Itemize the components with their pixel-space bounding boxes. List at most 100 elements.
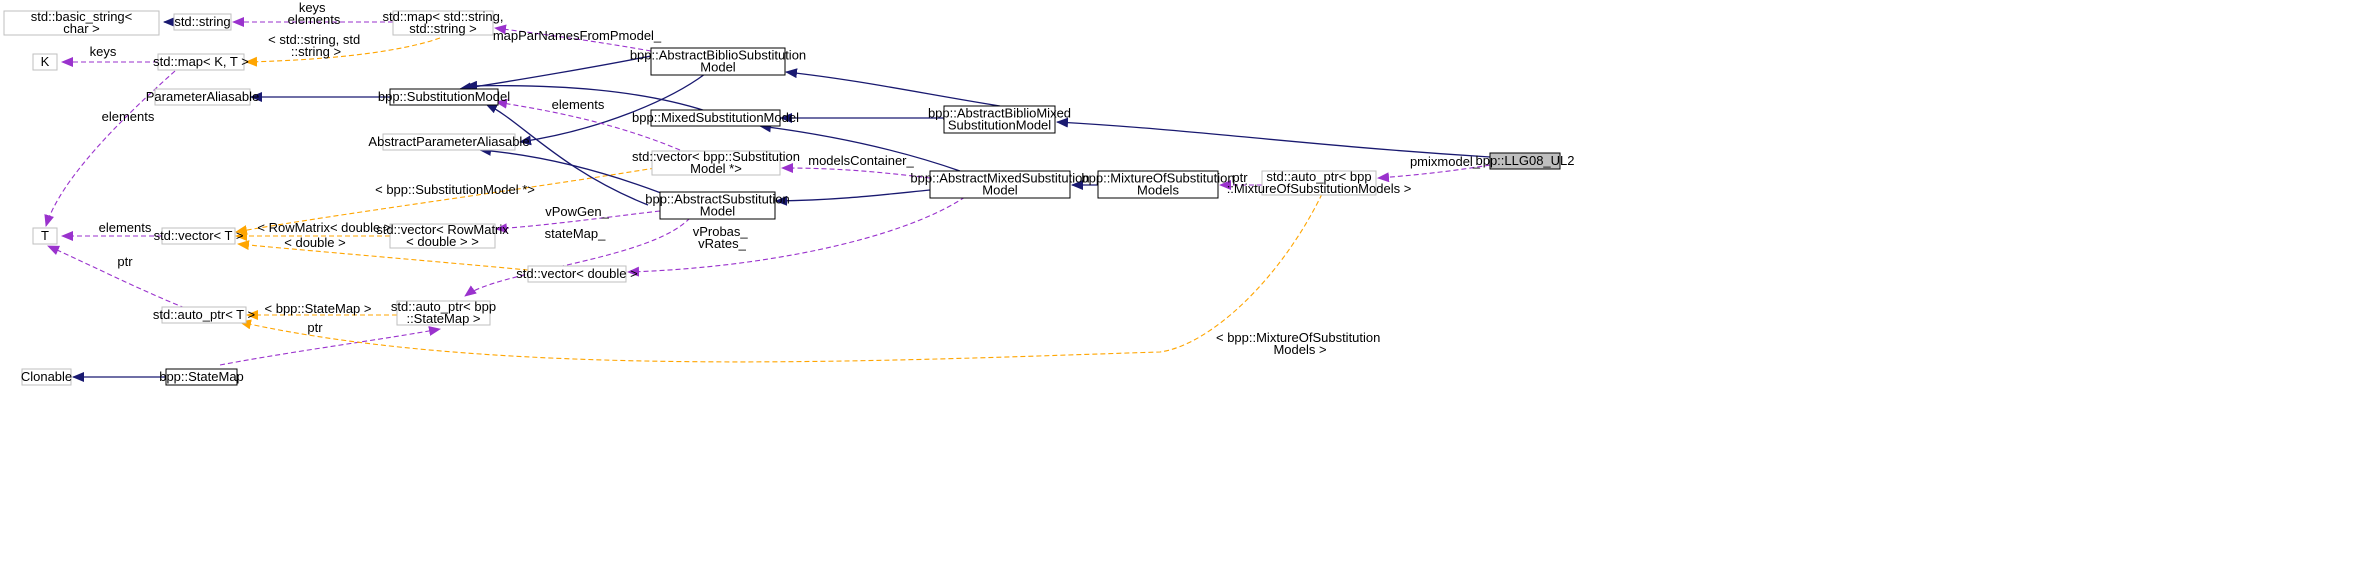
node-auto-ptr-state-map[interactable]: std::auto_ptr< bpp::StateMap > — [391, 299, 496, 326]
node-t-label: T — [41, 228, 49, 243]
node-mixed-substitution-model-box — [650, 109, 781, 127]
node-auto-ptr-state-map-label: std::auto_ptr< bpp::StateMap > — [391, 299, 496, 326]
edge-label-statemap-tmpl: < bpp::StateMap > — [265, 301, 372, 316]
node-auto-ptr-t[interactable]: std::auto_ptr< T > — [153, 306, 255, 324]
edge-label-mixture-tmpl-line1: < bpp::MixtureOfSubstitution — [1216, 330, 1380, 345]
node-map-k-t-box — [157, 53, 245, 71]
node-basic-string[interactable]: std::basic_string<char > — [3, 9, 160, 36]
node-vector-double-box — [527, 265, 627, 283]
node-substitution-model-label: bpp::SubstitutionModel — [378, 89, 510, 104]
node-vector-double-label-line1: std::vector< double > — [516, 266, 637, 281]
node-map-k-t-label-line1: std::map< K, T > — [153, 54, 249, 69]
edge-label-ptr-mixture: ptr — [1232, 170, 1248, 185]
edge-label-ptr-statemap: ptr — [307, 320, 323, 335]
node-basic-string-label-line2: char > — [63, 21, 100, 36]
node-mixture-of-substitution-models-label-line1: bpp::MixtureOfSubstitution — [1081, 171, 1234, 186]
node-abstract-biblio-mixed-substitution-model-label-line1: bpp::AbstractBiblioMixed — [928, 106, 1071, 121]
node-state-map-box — [165, 368, 238, 386]
edge-label-keys: keys — [90, 44, 117, 59]
node-abstract-mixed-substitution-model-box — [929, 170, 1071, 199]
node-map-string-string[interactable]: std::map< std::string,std::string > — [382, 9, 503, 36]
node-basic-string-box — [3, 10, 160, 36]
edge-abssubst-to-vecrow — [495, 210, 661, 234]
edge-abssubst-to-abstract-param — [479, 145, 662, 194]
edge-label-keys-elements: keys elements — [288, 0, 341, 27]
edge-label-map-string-tmpl-line1: < std::string, std — [268, 32, 360, 47]
node-parameter-aliasable[interactable]: ParameterAliasable — [146, 88, 259, 106]
node-auto-ptr-state-map-label-line1: std::auto_ptr< bpp — [391, 299, 496, 314]
node-clonable[interactable]: Clonable — [21, 368, 72, 386]
node-std-string-box — [173, 13, 232, 31]
node-auto-ptr-t-label: std::auto_ptr< T > — [153, 307, 255, 322]
edge-map-ss-to-map-kt — [245, 37, 441, 67]
edge-biblio-to-abstract-param — [519, 73, 706, 146]
edge-label-vprobas-vrates: vProbas_ vRates_ — [693, 224, 752, 251]
node-auto-ptr-mixture-box — [1261, 170, 1377, 196]
node-auto-ptr-state-map-label-line2: ::StateMap > — [406, 311, 480, 326]
node-abstract-parameter-aliasable[interactable]: AbstractParameterAliasable — [368, 133, 530, 151]
node-vector-rowmatrix-box — [389, 223, 496, 249]
node-auto-ptr-mixture-label-line2: ::MixtureOfSubstitutionModels > — [1227, 181, 1412, 196]
edge-label-ptr-autoptr-t-line1: ptr — [117, 254, 133, 269]
edge-label-keys-elements-line2: elements — [288, 12, 341, 27]
node-auto-ptr-mixture[interactable]: std::auto_ptr< bpp::MixtureOfSubstitutio… — [1227, 169, 1412, 196]
node-vector-rowmatrix-label-line1: std::vector< RowMatrix — [376, 222, 509, 237]
node-map-string-string-label-line2: std::string > — [409, 21, 477, 36]
edge-label-mapparnames: mapParNamesFromPmodel_ — [493, 28, 662, 43]
node-llg08-ul2-label-line1: bpp::LLG08_UL2 — [1475, 153, 1574, 168]
edge-absmixed-to-vecsm — [781, 163, 931, 179]
edge-label-vprobas-vrates-line2: vRates_ — [698, 236, 746, 251]
edge-label-keys-elements-line1: keys — [299, 0, 326, 15]
node-vector-double[interactable]: std::vector< double > — [516, 265, 638, 283]
node-map-k-t[interactable]: std::map< K, T > — [153, 53, 249, 71]
edge-biblio-to-subst — [459, 55, 652, 93]
node-k-label: K — [41, 54, 50, 69]
edge-absmixed-to-abssubst — [775, 189, 931, 206]
node-parameter-aliasable-label-line1: ParameterAliasable — [146, 89, 259, 104]
node-vector-rowmatrix[interactable]: std::vector< RowMatrix< double > > — [376, 222, 509, 249]
node-mixture-of-substitution-models-box — [1097, 170, 1219, 199]
edge-biblio-to-map-ss — [494, 24, 652, 52]
node-vector-t-label-line1: std::vector< T > — [154, 228, 244, 243]
edge-bibliomixed-to-biblio — [785, 68, 1001, 107]
edge-llg-to-autoptr-mixture — [1377, 164, 1491, 183]
edge-abssubst-to-subst — [485, 103, 649, 206]
node-vector-t-label: std::vector< T > — [154, 228, 244, 243]
node-mixed-substitution-model-label-line1: bpp::MixedSubstitutionModel — [632, 110, 799, 125]
node-abstract-biblio-substitution-model-box — [650, 47, 786, 76]
edge-label-rowmatrix-tmpl: < RowMatrix< double > > — [257, 220, 402, 235]
node-mixed-substitution-model[interactable]: bpp::MixedSubstitutionModel — [632, 109, 799, 127]
node-parameter-aliasable-box — [154, 88, 251, 106]
node-clonable-label-line1: Clonable — [21, 369, 72, 384]
edge-label-mixture-tmpl: < bpp::MixtureOfSubstitution Models > — [1216, 330, 1384, 357]
edge-label-elements-mapkt-line1: elements — [102, 109, 155, 124]
edge-label-elements-mapkt: elements — [102, 109, 155, 124]
node-t-box — [32, 227, 58, 245]
node-vector-t-box — [161, 227, 236, 245]
node-basic-string-label: std::basic_string<char > — [31, 9, 133, 36]
node-k[interactable]: K — [32, 53, 58, 71]
edge-absmixed-to-mixed — [759, 122, 961, 172]
node-vector-t[interactable]: std::vector< T > — [154, 227, 244, 245]
node-substitution-model[interactable]: bpp::SubstitutionModel — [378, 88, 510, 106]
node-auto-ptr-t-label-line1: std::auto_ptr< T > — [153, 307, 255, 322]
node-llg08-ul2[interactable]: bpp::LLG08_UL2 — [1475, 152, 1575, 170]
node-std-string-label-line1: std::string — [174, 14, 230, 29]
node-k-box — [32, 53, 58, 71]
edge-label-ptr-autoptr-t: ptr — [117, 254, 133, 269]
node-state-map[interactable]: bpp::StateMap — [159, 368, 244, 386]
edge-labels: keys elements < std::string, std ::strin… — [90, 0, 1481, 357]
node-std-string[interactable]: std::string — [173, 13, 232, 31]
node-t[interactable]: T — [32, 227, 58, 245]
